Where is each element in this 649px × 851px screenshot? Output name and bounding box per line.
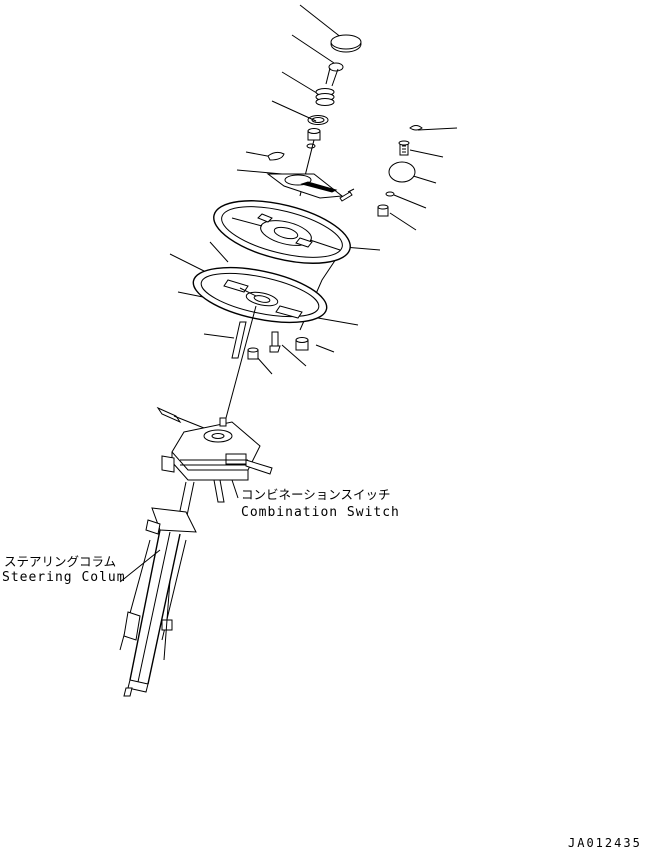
combination-switch-label-jp: コンビネーションスイッチ: [241, 487, 391, 502]
steering-column-label-en: Steering Colum: [2, 570, 126, 585]
steering-wheel-lower: [192, 266, 328, 324]
small-pin: [339, 188, 355, 202]
drawing-code: JA012435: [568, 836, 642, 850]
horn-cap-stack: [299, 34, 362, 197]
lower-fasteners: [231, 321, 309, 360]
right-small-parts: [377, 125, 423, 217]
steering-column-label-jp: ステアリングコラム: [4, 554, 117, 569]
combination-switch-drawing: [156, 406, 273, 503]
hub-plate: [266, 173, 344, 199]
steering-column-drawing: [119, 481, 197, 697]
spring-clip: [267, 151, 285, 161]
steering-wheel-upper: [213, 200, 351, 264]
center-axis-line: [225, 305, 257, 419]
combination-switch-label-en: Combination Switch: [241, 505, 400, 520]
